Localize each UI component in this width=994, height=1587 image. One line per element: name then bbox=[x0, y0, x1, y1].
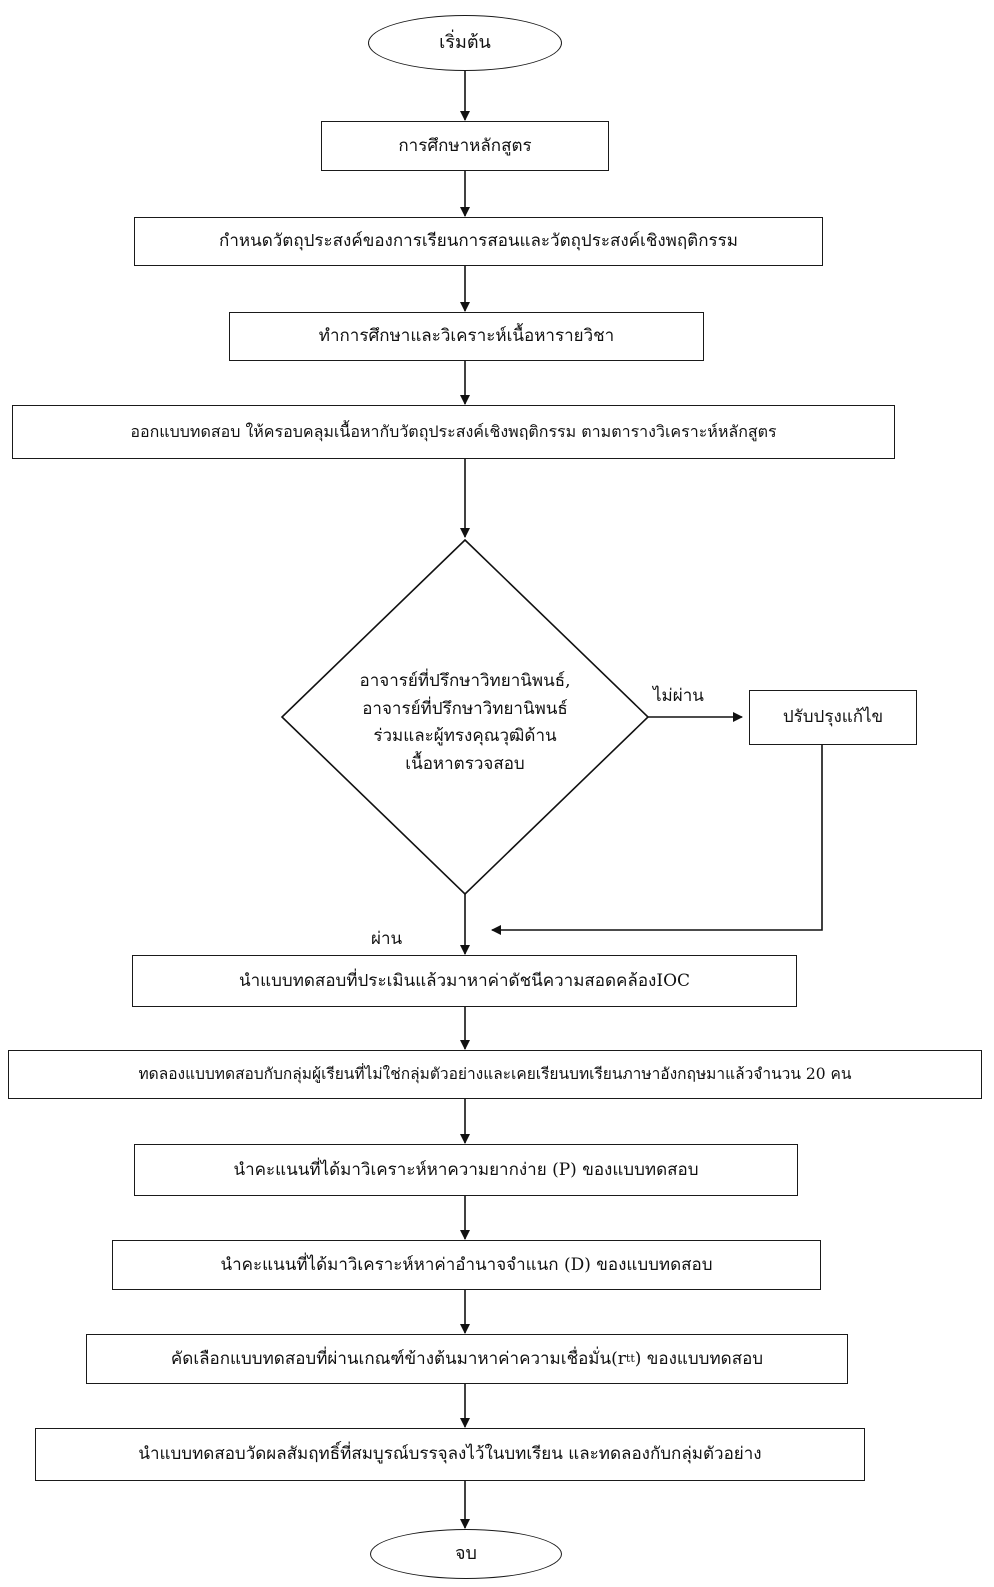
step-final-test: นำแบบทดสอบวัดผลสัมฤทธิ์ที่สมบูรณ์บรรจุลง… bbox=[35, 1428, 865, 1481]
reliability-text-before: คัดเลือกแบบทดสอบที่ผ่านเกณฑ์ข้างต้นมาหาค… bbox=[170, 1348, 626, 1369]
step-analyze-content: ทำการศึกษาและวิเคราะห์เนื้อหารายวิชา bbox=[229, 312, 704, 361]
step-design-test: ออกแบบทดสอบ ให้ครอบคลุมเนื้อหากับวัตถุปร… bbox=[12, 405, 895, 459]
step-reliability: คัดเลือกแบบทดสอบที่ผ่านเกณฑ์ข้างต้นมาหาค… bbox=[86, 1334, 848, 1384]
step-define-objectives: กำหนดวัตถุประสงค์ของการเรียนการสอนและวัต… bbox=[134, 217, 823, 266]
start-terminal: เริ่มต้น bbox=[368, 15, 562, 71]
step-revise: ปรับปรุงแก้ไข bbox=[749, 690, 917, 745]
reliability-text-after: ) ของแบบทดสอบ bbox=[634, 1348, 764, 1369]
step-tryout: ทดลองแบบทดสอบกับกลุ่มผู้เรียนที่ไม่ใช่กล… bbox=[8, 1050, 982, 1099]
step-discrimination: นำคะแนนที่ได้มาวิเคราะห์หาค่าอำนาจจำแนก … bbox=[112, 1240, 821, 1290]
arrow-revise-back bbox=[491, 745, 823, 935]
decision-line-4: เนื้อหาตรวจสอบ bbox=[405, 753, 525, 774]
step-curriculum-study: การศึกษาหลักสูตร bbox=[321, 121, 609, 171]
decision-line-1: อาจารย์ที่ปรึกษาวิทยานิพนธ์, bbox=[359, 671, 571, 691]
step-difficulty: นำคะแนนที่ได้มาวิเคราะห์หาความยากง่าย (P… bbox=[134, 1144, 798, 1196]
fail-label: ไม่ผ่าน bbox=[653, 686, 704, 706]
decision-text: อาจารย์ที่ปรึกษาวิทยานิพนธ์, อาจารย์ที่ป… bbox=[300, 668, 630, 778]
pass-label: ผ่าน bbox=[371, 929, 403, 949]
end-terminal: จบ bbox=[370, 1529, 562, 1579]
reliability-subscript: tt bbox=[625, 1352, 635, 1366]
decision-line-3: ร่วมและผู้ทรงคุณวุฒิด้าน bbox=[373, 726, 557, 747]
step-ioc: นำแบบทดสอบที่ประเมินแล้วมาหาค่าดัชนีความ… bbox=[132, 955, 797, 1007]
decision-line-2: อาจารย์ที่ปรึกษาวิทยานิพนธ์ bbox=[362, 698, 568, 719]
